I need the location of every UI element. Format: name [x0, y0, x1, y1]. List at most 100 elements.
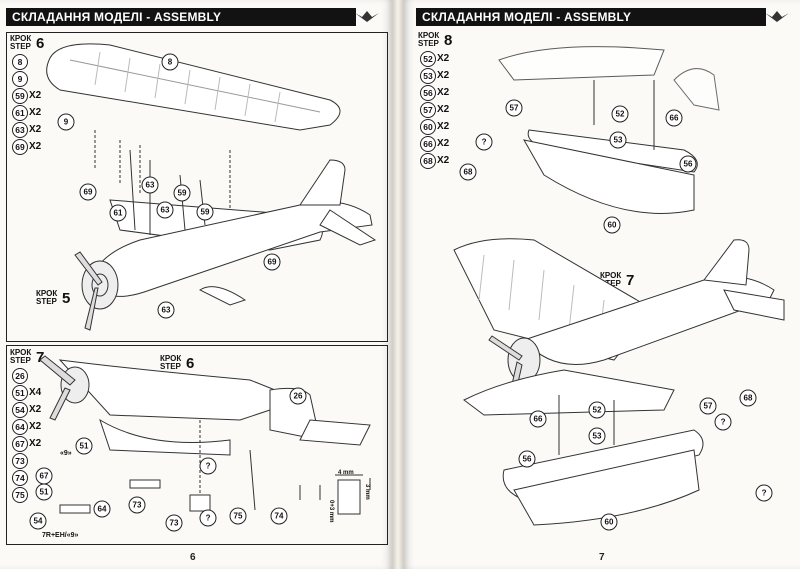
sub-step7-label: КРОК STEP 7 [600, 271, 635, 290]
svg-text:59: 59 [201, 208, 210, 217]
svg-text:?: ? [206, 514, 211, 523]
svg-text:66: 66 [670, 114, 679, 123]
svg-text:63: 63 [146, 181, 155, 190]
part-row: 26 [12, 367, 41, 384]
svg-text:69: 69 [84, 188, 93, 197]
callout-56b: 56 [518, 450, 536, 468]
step6-label: КРОК STEP 6 [10, 34, 50, 53]
svg-text:9: 9 [64, 118, 69, 127]
callout-68b: 68 [739, 389, 757, 407]
callout-73: 73 [128, 496, 146, 514]
right-page-drawings: 57 52 66 53 68 56 60 ? 66 52 57 53 68 56… [453, 46, 785, 531]
svg-text:57: 57 [704, 402, 713, 411]
callout-51b: 51 [35, 483, 53, 501]
part-row: 9 [12, 70, 41, 87]
callout-60: 60 [603, 216, 621, 234]
svg-text:?: ? [762, 489, 767, 498]
dimension-gap: 0+3 mm [328, 500, 334, 523]
sub-step6-label: КРОК STEP 6 [160, 354, 195, 373]
step-word-ua: КРОК [10, 34, 32, 43]
callout-question-c: ? [714, 413, 732, 431]
marking-note: «9» [60, 450, 72, 457]
callout-56: 56 [679, 155, 697, 173]
callout-63b: 63 [156, 201, 174, 219]
svg-text:66: 66 [534, 415, 543, 424]
step6-frame [6, 32, 388, 342]
svg-text:68: 68 [744, 394, 753, 403]
svg-text:51: 51 [40, 488, 49, 497]
svg-text:56: 56 [684, 160, 693, 169]
step-word-en: STEP [10, 42, 31, 51]
svg-text:53: 53 [614, 136, 623, 145]
callout-59b: 59 [196, 203, 214, 221]
callout-52b: 52 [588, 401, 606, 419]
part-row: 74 [12, 469, 41, 486]
step8-bottom-callouts: 66 52 57 53 68 56 60 ? ? [518, 389, 773, 531]
svg-text:53: 53 [593, 432, 602, 441]
svg-text:51: 51 [80, 442, 89, 451]
part-row: 8 [12, 53, 41, 70]
callout-60b: 60 [600, 513, 618, 531]
callout-26: 26 [289, 387, 307, 405]
dimension-height: 3 mm [364, 484, 370, 500]
svg-text:52: 52 [593, 406, 602, 415]
left-page-drawings: 8 9 69 63 59 61 63 59 69 63 26 51 67 51 … [29, 43, 377, 532]
svg-text:26: 26 [294, 392, 303, 401]
callout-54: 54 [29, 512, 47, 530]
biplane-step6-illustration [46, 43, 377, 331]
svg-text:57: 57 [510, 104, 519, 113]
callout-63c: 63 [157, 301, 175, 319]
svg-text:?: ? [721, 418, 726, 427]
step7-callouts: 26 51 67 51 73 54 64 73 75 74 ? ? [29, 387, 307, 532]
paint-note: 7R+EH/«9» [42, 532, 79, 539]
callout-69: 69 [79, 183, 97, 201]
step8-label: КРОК STEP 8 [418, 31, 453, 50]
svg-text:8: 8 [168, 58, 173, 67]
svg-text:67: 67 [40, 472, 49, 481]
callout-74: 74 [270, 507, 288, 525]
part-row: 75 [12, 486, 41, 503]
svg-text:69: 69 [268, 258, 277, 267]
page-header-left: СКЛАДАННЯ МОДЕЛІ - ASSEMBLY [6, 8, 356, 26]
svg-text:60: 60 [608, 221, 617, 230]
callout-75: 75 [229, 507, 247, 525]
callout-question: ? [199, 457, 217, 475]
callout-question: ? [475, 133, 493, 151]
svg-text:73: 73 [133, 501, 142, 510]
callout-67: 67 [35, 467, 53, 485]
svg-text:68: 68 [464, 168, 473, 177]
seaplane-step7-illustration [453, 238, 785, 526]
left-page: СКЛАДАННЯ МОДЕЛІ - ASSEMBLY КРОК STEP 6 … [0, 0, 392, 569]
step-number: 6 [36, 35, 45, 52]
step8-top-callouts: 57 52 66 53 68 56 60 ? [459, 99, 697, 234]
svg-text:56: 56 [523, 455, 532, 464]
brand-logo-icon [355, 11, 379, 22]
page-number-left: 6 [190, 552, 196, 563]
step6-callouts: 8 9 69 63 59 61 63 59 69 63 [57, 53, 281, 319]
callout-51: 51 [75, 437, 93, 455]
callout-68: 68 [459, 163, 477, 181]
book-gutter [392, 0, 404, 569]
page-number-right: 7 [599, 552, 605, 563]
callout-64: 64 [93, 500, 111, 518]
callout-73b: 73 [165, 514, 183, 532]
callout-69b: 69 [263, 253, 281, 271]
dimension-width: 4 mm [338, 470, 354, 476]
svg-text:73: 73 [170, 519, 179, 528]
svg-text:60: 60 [605, 518, 614, 527]
callout-66: 66 [665, 109, 683, 127]
callout-59: 59 [173, 184, 191, 202]
svg-text:75: 75 [234, 512, 243, 521]
callout-9: 9 [57, 113, 75, 131]
callout-53: 53 [609, 131, 627, 149]
